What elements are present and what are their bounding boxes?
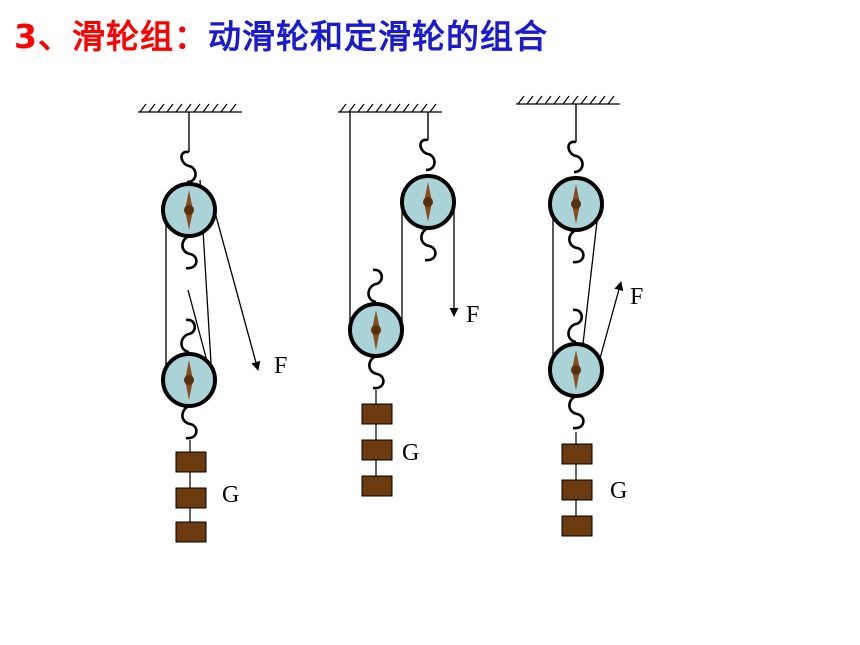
rope (349, 112, 403, 330)
title-text: 动滑轮和定滑轮的组合 (207, 17, 548, 56)
hook-icon (181, 404, 198, 440)
hook-icon (420, 226, 437, 262)
rope (552, 203, 600, 370)
force-label: F (466, 302, 479, 328)
weight-label: G (402, 440, 419, 466)
hook-icon (567, 308, 583, 344)
weight-stack (175, 440, 207, 543)
ceiling-support (138, 103, 242, 113)
hook-icon (180, 318, 196, 354)
weight-label: G (610, 478, 627, 504)
movable-pulley (348, 302, 404, 358)
page-title: 3、滑轮组：动滑轮和定滑轮的组合 (14, 10, 548, 58)
pulley-system-2: F G (338, 103, 479, 497)
force-label: F (630, 284, 643, 310)
hook-icon (568, 228, 585, 264)
pulley-system-1: F G (138, 103, 287, 543)
pulley-system-3: F G (516, 95, 643, 537)
hook-icon (419, 138, 436, 172)
hook-icon (180, 150, 197, 184)
fixed-pulley (400, 174, 456, 230)
fixed-pulley (161, 182, 217, 238)
movable-pulley (548, 342, 604, 398)
ceiling-support (516, 95, 620, 105)
weight-stack (561, 432, 593, 537)
force-arrow (215, 215, 261, 371)
hook-icon (367, 268, 383, 304)
title-prefix: 3、滑轮组： (14, 17, 208, 56)
hook-icon (368, 354, 385, 390)
force-arrow (598, 281, 624, 363)
movable-pulley (161, 352, 217, 408)
hook-icon (181, 234, 198, 270)
hook-icon (568, 394, 585, 430)
hook-icon (567, 140, 584, 174)
weight-label: G (222, 482, 239, 508)
fixed-pulley (548, 176, 604, 232)
ceiling-support (338, 103, 442, 113)
force-label: F (274, 353, 287, 379)
weight-stack (361, 390, 393, 497)
